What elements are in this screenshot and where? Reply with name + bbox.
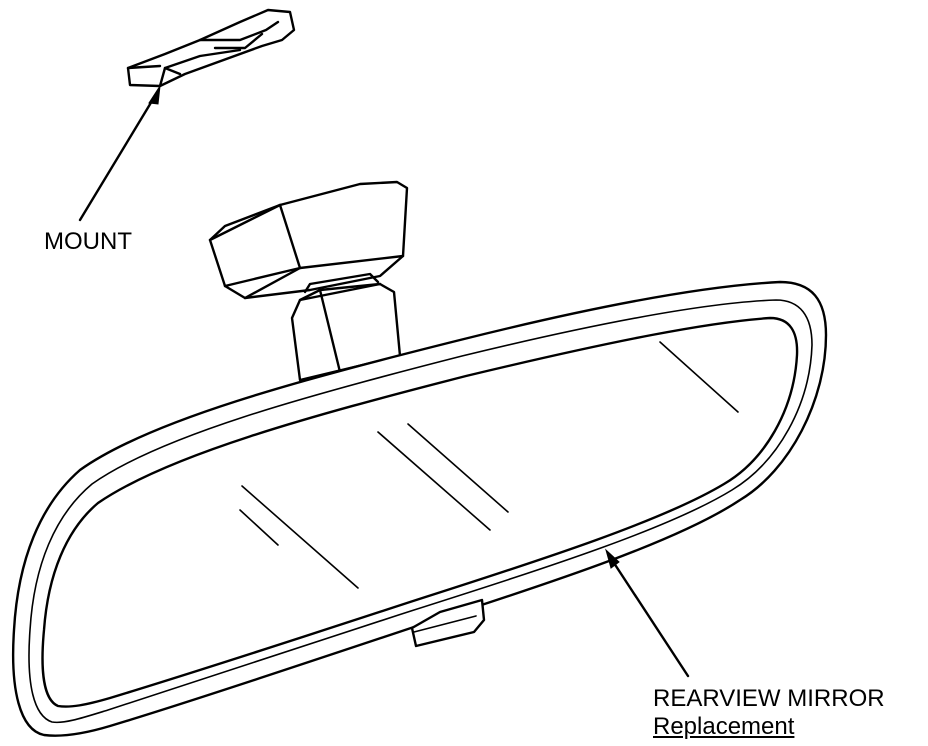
replacement-link[interactable]: Replacement: [653, 713, 795, 740]
mount-label: MOUNT: [44, 228, 132, 255]
rearview-mirror-label: REARVIEW MIRROR: [653, 685, 885, 712]
mirror-body: [11, 280, 828, 737]
mirror-leader-arrow: [605, 548, 690, 678]
mirror-pivot: [208, 180, 409, 382]
mount-part: [126, 8, 296, 88]
mount-leader-arrow: [78, 85, 161, 222]
